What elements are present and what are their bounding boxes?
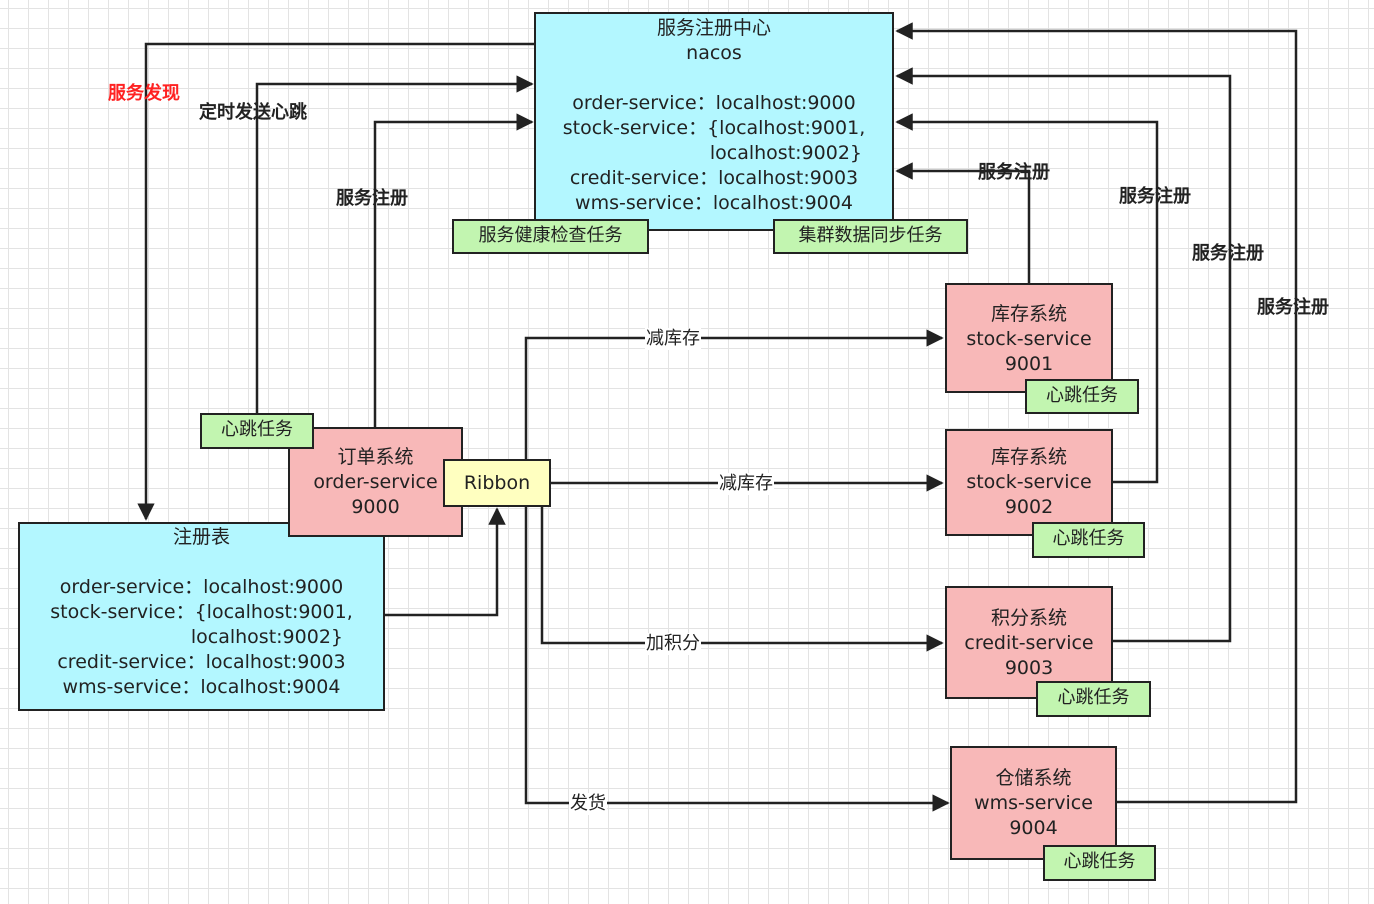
nacos-title: 服务注册中心	[656, 17, 771, 39]
call-stock-9001-arrow	[524, 329, 944, 459]
add-points-label: 加积分	[645, 633, 701, 655]
reduce-stock-label-2: 减库存	[718, 473, 774, 495]
nacos-subtitle: nacos	[686, 42, 742, 64]
wms-name: 仓储系统	[995, 767, 1072, 789]
credit-service: credit-service	[964, 632, 1094, 654]
nacos-registry-box: 服务注册中心 nacos order-service：localhost:900…	[534, 12, 894, 231]
stock-9002-box: 库存系统 stock-service 9002	[945, 429, 1113, 536]
stock-9002-service: stock-service	[966, 471, 1092, 493]
order-system-box: 订单系统 order-service 9000	[288, 427, 463, 537]
nacos-entry-stock-cont: localhost:9002}	[709, 142, 862, 164]
reduce-stock-label-1: 减库存	[645, 328, 701, 350]
stock-9002-register-label: 服务注册	[1119, 186, 1191, 207]
nacos-entry-wms: wms-service：localhost:9004	[575, 192, 853, 214]
wms-register-label: 服务注册	[1257, 297, 1329, 318]
service-discovery-label: 服务发现	[108, 83, 180, 104]
stock-9002-port: 9002	[1004, 496, 1054, 518]
stock-9001-register-label: 服务注册	[978, 162, 1050, 183]
heartbeat-timer-label: 定时发送心跳	[199, 102, 307, 123]
nacos-entry-credit: credit-service：localhost:9003	[569, 167, 859, 189]
credit-register-label: 服务注册	[1192, 243, 1264, 264]
call-wms-arrow	[524, 507, 950, 812]
stock-9002-name: 库存系统	[990, 446, 1067, 468]
credit-name: 积分系统	[990, 607, 1067, 629]
stock-9002-register-arrow	[895, 113, 1159, 484]
nacos-entry-stock: stock-service：{localhost:9001,	[562, 117, 866, 139]
wms-service: wms-service	[974, 792, 1093, 814]
stock-9001-service: stock-service	[966, 328, 1092, 350]
table-entry-wms: wms-service：localhost:9004	[62, 676, 341, 698]
credit-9003-box: 积分系统 credit-service 9003	[945, 586, 1113, 699]
order-system-port: 9000	[351, 496, 400, 518]
wms-heartbeat-task: 心跳任务	[1043, 845, 1156, 881]
table-entry-order: order-service：localhost:9000	[59, 576, 344, 598]
table-to-ribbon-arrow	[384, 507, 506, 617]
wms-register-arrow	[895, 22, 1298, 804]
credit-port: 9003	[1004, 657, 1054, 679]
registry-table-box: 注册表 order-service：localhost:9000 stock-s…	[18, 522, 385, 711]
table-entry-credit: credit-service：localhost:9003	[57, 651, 346, 673]
order-system-service: order-service	[313, 471, 438, 493]
registry-table-title: 注册表	[172, 526, 230, 548]
order-register-label: 服务注册	[336, 188, 408, 209]
stock-9001-box: 库存系统 stock-service 9001	[945, 283, 1113, 393]
order-system-name: 订单系统	[337, 446, 414, 468]
credit-heartbeat-task: 心跳任务	[1036, 681, 1151, 717]
wms-9004-box: 仓储系统 wms-service 9004	[950, 746, 1117, 860]
call-credit-arrow	[540, 507, 944, 652]
cluster-sync-task: 集群数据同步任务	[773, 219, 968, 254]
ribbon-box: Ribbon	[443, 459, 551, 507]
stock-9001-heartbeat-task: 心跳任务	[1025, 379, 1139, 414]
heartbeat-arrow	[255, 75, 534, 414]
table-entry-stock: stock-service：{localhost:9001,	[50, 601, 353, 623]
stock-9001-name: 库存系统	[990, 303, 1067, 325]
credit-register-arrow	[895, 67, 1232, 643]
nacos-entry-order: order-service：localhost:9000	[572, 92, 856, 114]
stock-9002-heartbeat-task: 心跳任务	[1032, 522, 1145, 558]
order-register-arrow	[373, 113, 534, 427]
order-heartbeat-task: 心跳任务	[200, 413, 314, 449]
stock-9001-register-arrow	[895, 162, 1031, 283]
service-discovery-arrow	[137, 42, 534, 521]
wms-port: 9004	[1009, 817, 1058, 839]
stock-9001-port: 9001	[1004, 353, 1054, 375]
ship-label: 发货	[569, 793, 607, 815]
table-entry-stock-cont: localhost:9002}	[190, 626, 343, 648]
health-check-task: 服务健康检查任务	[452, 219, 649, 254]
